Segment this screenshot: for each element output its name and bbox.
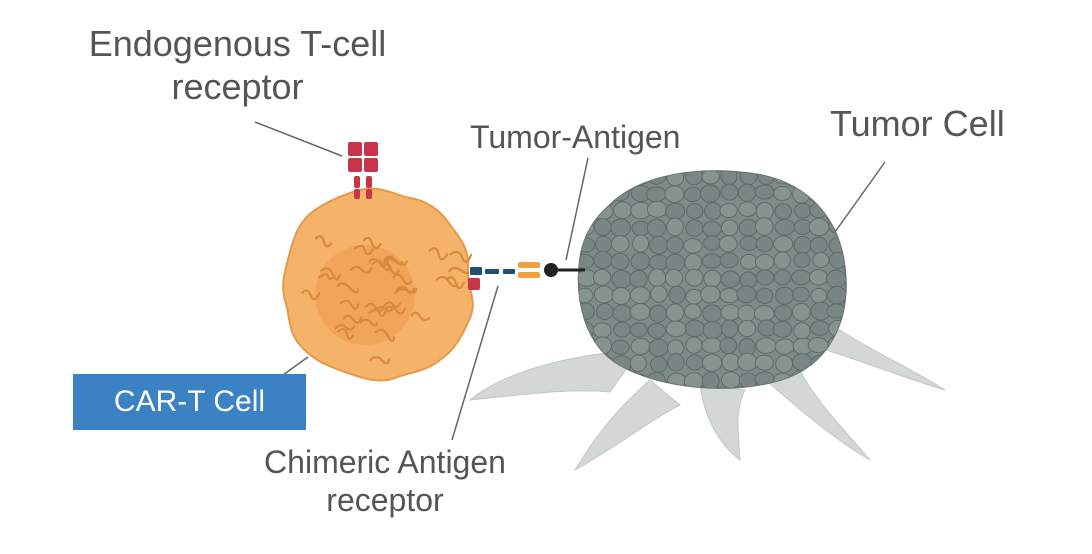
endogenous-receptor-icon [348, 142, 378, 199]
tumor-antigen-icon [544, 263, 585, 277]
endogenous-receptor-label-line1: Endogenous T-cell [88, 23, 387, 64]
car-t-cell-texture [301, 235, 473, 365]
leader-lines [254, 121, 886, 441]
chimeric-antigen-receptor-icon [468, 262, 540, 290]
car-t-cell-label-box: CAR-T Cell [73, 374, 306, 430]
car-t-cell-label: CAR-T Cell [113, 385, 266, 418]
chimeric-receptor-label: Chimeric Antigen receptor [240, 443, 530, 520]
tumor-cell-label: Tumor Cell [830, 103, 1005, 144]
car-t-cell-nucleus [315, 245, 415, 345]
endogenous-receptor-label-line2: receptor [171, 66, 304, 108]
endogenous-receptor-label: Endogenous T-cell receptor [60, 22, 415, 108]
chimeric-receptor-label-line2: receptor [326, 482, 444, 519]
chimeric-receptor-label-line1: Chimeric Antigen [264, 444, 506, 480]
tumor-cell-extensions [468, 329, 946, 472]
tumor-antigen-label: Tumor-Antigen [470, 119, 681, 155]
